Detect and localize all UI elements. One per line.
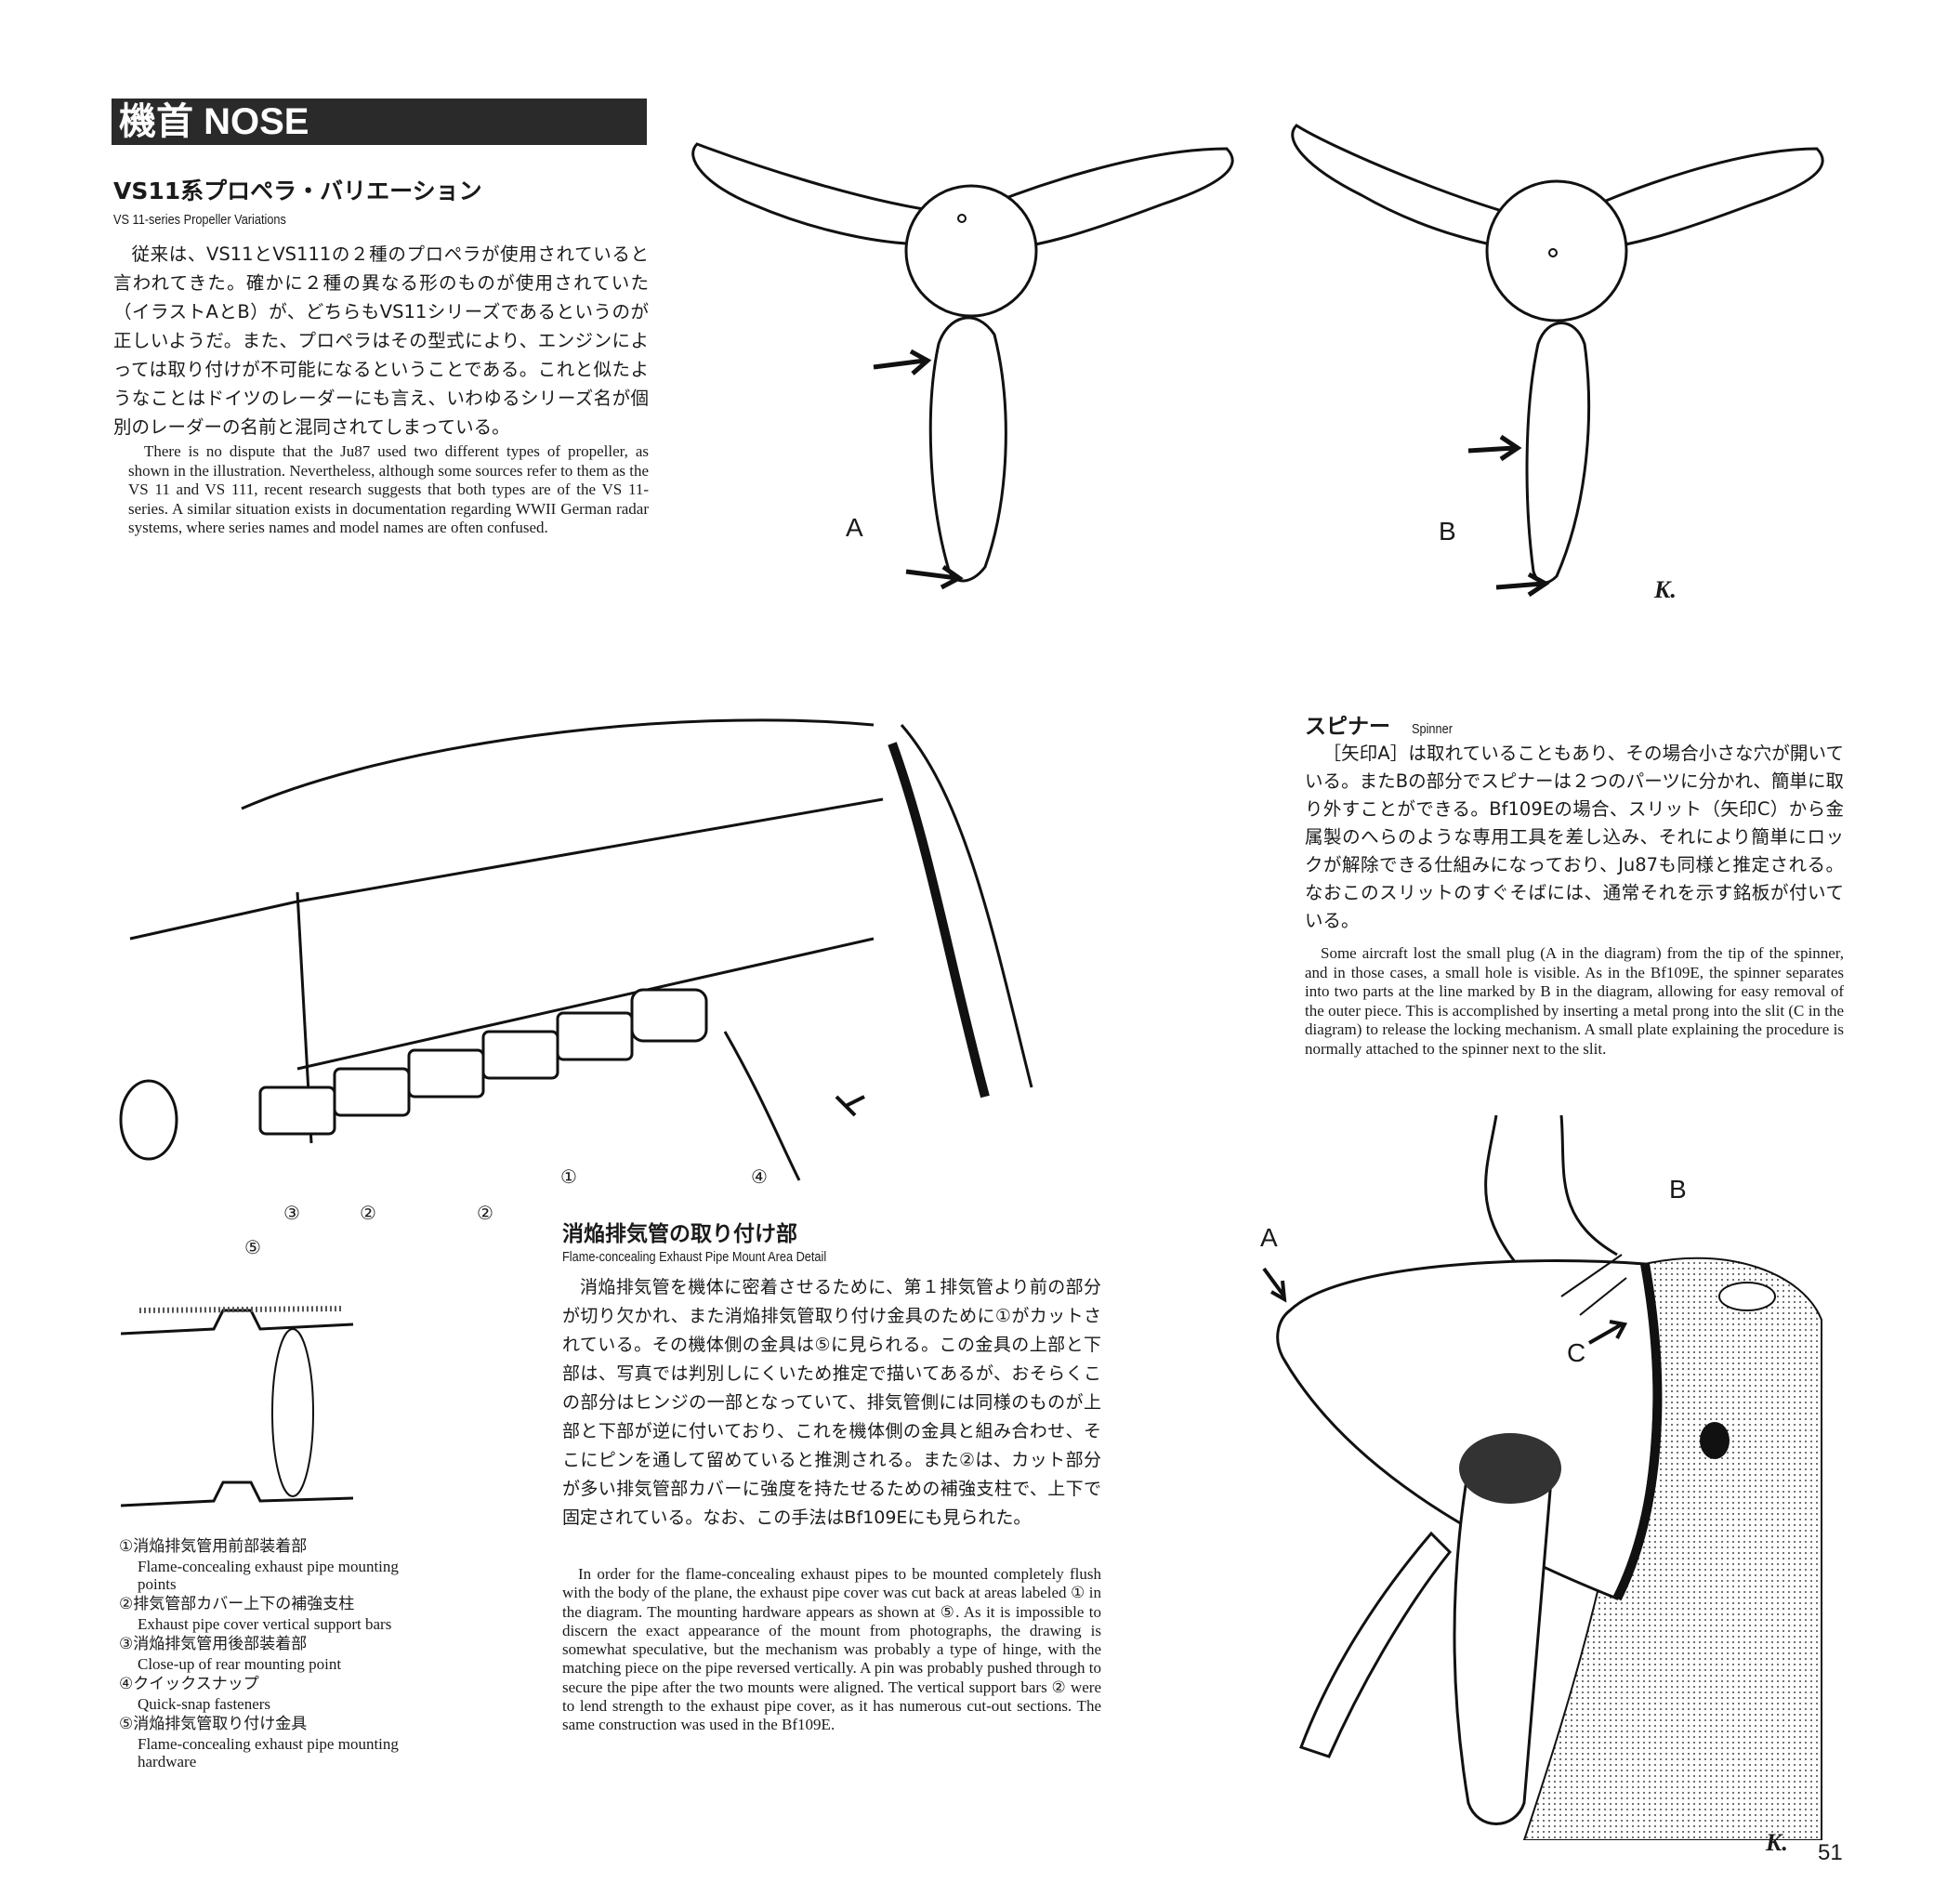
artist-signature: K. (1654, 576, 1677, 603)
exhaust-title: 消焔排気管の取り付け部 (562, 1222, 797, 1246)
spinner-illustration (1262, 1115, 1822, 1840)
exhaust-body-jp: 消焔排気管を機体に密着させるために、第１排気管より前の部分が切り欠かれ、また消焔… (562, 1277, 1101, 1528)
section-header: 機首 NOSE (112, 99, 647, 145)
callout-2b: ② (477, 1202, 493, 1224)
callout-3: ③ (283, 1202, 300, 1224)
spinner-label-a: A (1260, 1223, 1278, 1252)
callout-legend: ①消焔排気管用前部装着部 Flame-concealing exhaust pi… (119, 1535, 426, 1770)
legend-item-1-jp: ①消焔排気管用前部装着部 (119, 1537, 308, 1556)
legend-item-4-jp: ④クイックスナップ (119, 1675, 259, 1693)
exhaust-body-en: In order for the flame-concealing exhaus… (562, 1565, 1101, 1734)
callout-1: ① (560, 1165, 577, 1188)
spinner-body-en: Some aircraft lost the small plug (A in … (1305, 944, 1844, 1058)
propeller-subtitle: VS 11-series Propeller Variations (113, 212, 286, 228)
callout-5: ⑤ (244, 1236, 261, 1258)
propeller-body-en: There is no dispute that the Ju87 used t… (128, 442, 649, 536)
spinner-subtitle: Spinner (1412, 721, 1454, 737)
spinner-heading: スピナー Spinner (1305, 708, 1460, 740)
mount-detail-illustration (121, 1306, 354, 1507)
propeller-a-illustration (691, 142, 1234, 590)
callout-2a: ② (360, 1202, 376, 1224)
propeller-title: VS11系プロペラ・バリエーション (113, 178, 482, 204)
legend-item-4-en: Quick-snap fasteners (138, 1695, 271, 1713)
legend-item-2-jp: ②排気管部カバー上下の補強支柱 (119, 1595, 355, 1613)
exhaust-subtitle: Flame-concealing Exhaust Pipe Mount Area… (562, 1249, 827, 1265)
legend-item-5-jp: ⑤消焔排気管取り付け金具 (119, 1715, 308, 1733)
legend-item-1-en: Flame-concealing exhaust pipe mounting p… (138, 1558, 399, 1593)
propeller-b-illustration (1291, 124, 1824, 598)
page-number: 51 (1818, 1840, 1843, 1865)
propeller-body-jp: 従来は、VS11とVS111の２種のプロペラが使用されていると言われてきた。確か… (113, 243, 649, 438)
exhaust-illustration (119, 718, 1033, 1181)
spinner-label-c: C (1567, 1338, 1586, 1367)
callout-4: ④ (751, 1165, 768, 1188)
legend-item-3-jp: ③消焔排気管用後部装着部 (119, 1635, 308, 1653)
legend-item-5-en: Flame-concealing exhaust pipe mounting h… (138, 1735, 399, 1770)
spinner-body-jp: ［矢印A］は取れていることもあり、その場合小さな穴が開いている。またBの部分でス… (1305, 743, 1844, 931)
spinner-label-b: B (1669, 1175, 1687, 1204)
spinner-title: スピナー (1305, 715, 1390, 739)
label-a: A (846, 513, 863, 542)
legend-item-3-en: Close-up of rear mounting point (138, 1655, 342, 1673)
label-b: B (1439, 517, 1456, 546)
artist-signature-bottom: K. (1766, 1829, 1788, 1856)
legend-item-2-en: Exhaust pipe cover vertical support bars (138, 1615, 392, 1633)
